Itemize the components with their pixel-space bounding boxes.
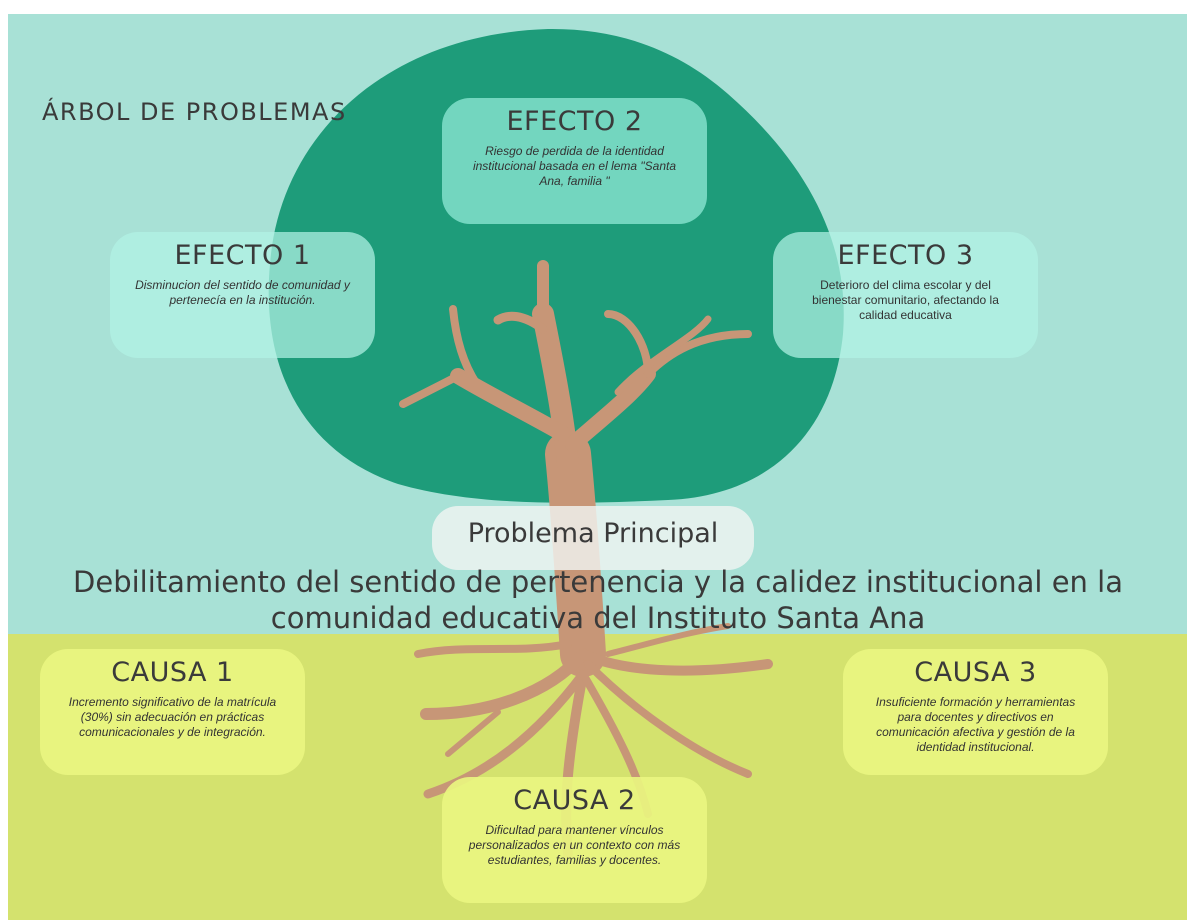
cause-3-text: Insuficiente formación y herramientas pa… xyxy=(875,695,1076,754)
cause-1-heading: CAUSA 1 xyxy=(111,657,234,688)
effect-2-text: Riesgo de perdida de la identidad instit… xyxy=(472,144,677,188)
effect-3-heading: EFECTO 3 xyxy=(837,240,974,271)
problem-tree-diagram: ÁRBOL DE PROBLEMAS EFECTO 1 Disminucion … xyxy=(8,14,1187,920)
cause-box-1: CAUSA 1 Incremento significativo de la m… xyxy=(40,649,305,775)
main-problem-badge xyxy=(432,506,754,570)
main-problem-label: Problema Principal xyxy=(467,518,719,549)
effect-2-heading: EFECTO 2 xyxy=(506,106,643,137)
cause-1-text: Incremento significativo de la matrícula… xyxy=(68,695,277,739)
effect-box-1: EFECTO 1 Disminucion del sentido de comu… xyxy=(110,232,375,358)
main-problem-text: Debilitamiento del sentido de pertenenci… xyxy=(73,565,1123,635)
diagram-title: ÁRBOL DE PROBLEMAS xyxy=(42,98,347,126)
effect-box-3: EFECTO 3 Deterioro del clima escolar y d… xyxy=(773,232,1038,358)
effect-3-text: Deterioro del clima escolar y del bienes… xyxy=(812,278,999,322)
cause-box-3: CAUSA 3 Insuficiente formación y herrami… xyxy=(843,649,1108,775)
cause-box-2: CAUSA 2 Dificultad para mantener vínculo… xyxy=(442,777,707,903)
cause-2-text: Dificultad para mantener vínculos person… xyxy=(468,823,681,867)
effect-box-2: EFECTO 2 Riesgo de perdida de la identid… xyxy=(442,98,707,224)
effect-1-text: Disminucion del sentido de comunidad y p… xyxy=(135,278,350,307)
tree-trunk-and-branches xyxy=(399,260,773,859)
cause-2-heading: CAUSA 2 xyxy=(513,785,636,816)
cause-3-heading: CAUSA 3 xyxy=(914,657,1037,688)
effect-1-heading: EFECTO 1 xyxy=(174,240,311,271)
